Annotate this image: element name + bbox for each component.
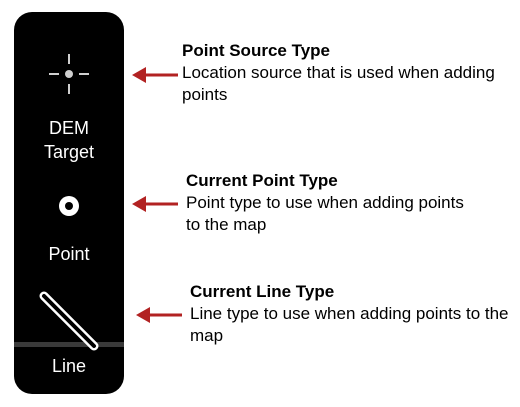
arrow-left-icon xyxy=(132,67,178,83)
arrow-left-icon xyxy=(132,196,178,212)
point-source-button[interactable]: DEM Target xyxy=(14,36,124,166)
line-icon xyxy=(14,288,124,356)
point-icon xyxy=(14,192,124,220)
point-source-label: DEM Target xyxy=(43,118,95,162)
callout-description: Location source that is used when adding… xyxy=(182,63,495,104)
toolbar-divider xyxy=(14,342,124,347)
callout-title: Point Source Type xyxy=(182,41,330,60)
crosshair-icon xyxy=(14,54,124,94)
map-toolbar: DEM Target Point Line xyxy=(14,12,124,394)
callout-point-type: Current Point Type Point type to use whe… xyxy=(186,170,486,236)
line-type-label: Line xyxy=(51,356,87,376)
line-type-button[interactable]: Line xyxy=(14,282,124,394)
callout-description: Point type to use when adding points to … xyxy=(186,193,464,234)
callout-point-source: Point Source Type Location source that i… xyxy=(182,40,512,106)
point-type-button[interactable]: Point xyxy=(14,184,124,274)
point-type-label: Point xyxy=(48,244,90,264)
callout-title: Current Point Type xyxy=(186,171,338,190)
callout-description: Line type to use when adding points to t… xyxy=(190,304,509,345)
arrow-left-icon xyxy=(136,307,182,323)
callout-title: Current Line Type xyxy=(190,282,335,301)
callout-line-type: Current Line Type Line type to use when … xyxy=(190,281,516,347)
